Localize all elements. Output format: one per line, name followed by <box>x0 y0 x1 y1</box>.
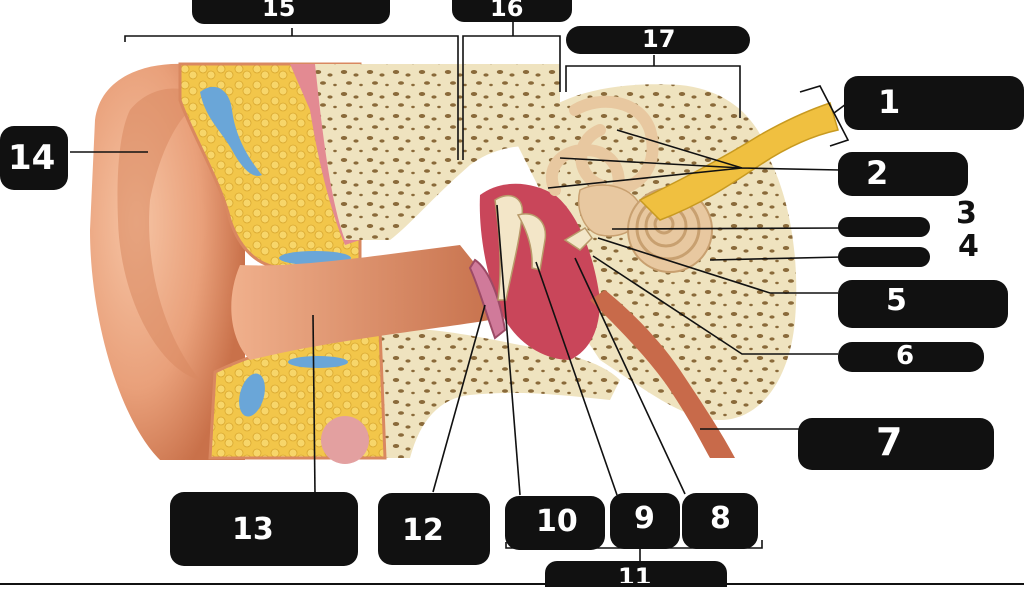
semicircular-canals <box>545 95 659 206</box>
label-2: 2 <box>866 154 889 192</box>
gland-tissue <box>321 416 369 464</box>
temporal-bone-upper <box>315 64 560 240</box>
label-box-5 <box>838 280 1008 328</box>
leader-3 <box>611 227 843 230</box>
label-box-16 <box>452 0 572 22</box>
bottom-border <box>0 583 1024 585</box>
label-box-7 <box>798 418 994 470</box>
leader-13 <box>312 314 316 495</box>
label-15: 15 <box>262 0 296 22</box>
auditory-tube <box>590 290 735 458</box>
label-box-3 <box>838 217 930 237</box>
leader-12 <box>432 304 486 493</box>
label-7: 7 <box>876 420 903 464</box>
label-box-14 <box>0 126 68 190</box>
incus <box>516 213 547 271</box>
label-6: 6 <box>896 341 915 371</box>
leader-4 <box>709 256 843 261</box>
label-box-9 <box>610 493 680 549</box>
canal-cartilage-lower-2 <box>288 356 348 368</box>
leader-6 <box>592 255 838 355</box>
label-box-1 <box>844 76 1024 130</box>
label-11: 11 <box>618 563 652 591</box>
label-10: 10 <box>536 504 578 539</box>
label-box-10 <box>505 496 605 550</box>
label-5: 5 <box>886 283 907 318</box>
upper-cartilage <box>200 86 262 176</box>
stapes <box>563 226 593 251</box>
eardrum <box>468 258 507 340</box>
leader-9 <box>535 261 618 496</box>
leader-2 <box>547 129 841 189</box>
leader-10 <box>496 204 521 496</box>
bracket-15 <box>124 28 459 160</box>
label-14: 14 <box>8 138 56 178</box>
label-box-12 <box>378 493 490 565</box>
canal-cartilage-lower-1 <box>239 373 265 417</box>
label-box-6 <box>838 342 984 372</box>
bracket-17 <box>565 55 741 118</box>
label-4: 4 <box>958 229 979 264</box>
label-12: 12 <box>402 513 444 548</box>
label-3: 3 <box>956 196 977 231</box>
label-13: 13 <box>232 512 274 547</box>
label-box-8 <box>682 493 758 549</box>
label-box-2 <box>838 152 968 196</box>
leader-5 <box>597 237 838 294</box>
helix-fold <box>117 88 205 380</box>
label-16: 16 <box>490 0 524 22</box>
label-box-17 <box>566 26 750 54</box>
leader-8 <box>574 257 686 495</box>
label-17: 17 <box>642 25 676 53</box>
label-box-13 <box>170 492 358 566</box>
label-8: 8 <box>710 501 731 536</box>
label-box-4 <box>838 247 930 267</box>
label-1: 1 <box>878 83 901 121</box>
label-9: 9 <box>634 501 655 536</box>
label-box-15 <box>192 0 390 24</box>
leader-lines <box>70 22 851 562</box>
ear-canal <box>231 245 491 360</box>
bracket-16 <box>462 22 561 160</box>
label-box-11 <box>545 561 727 587</box>
temporal-bone-lower <box>379 328 620 458</box>
